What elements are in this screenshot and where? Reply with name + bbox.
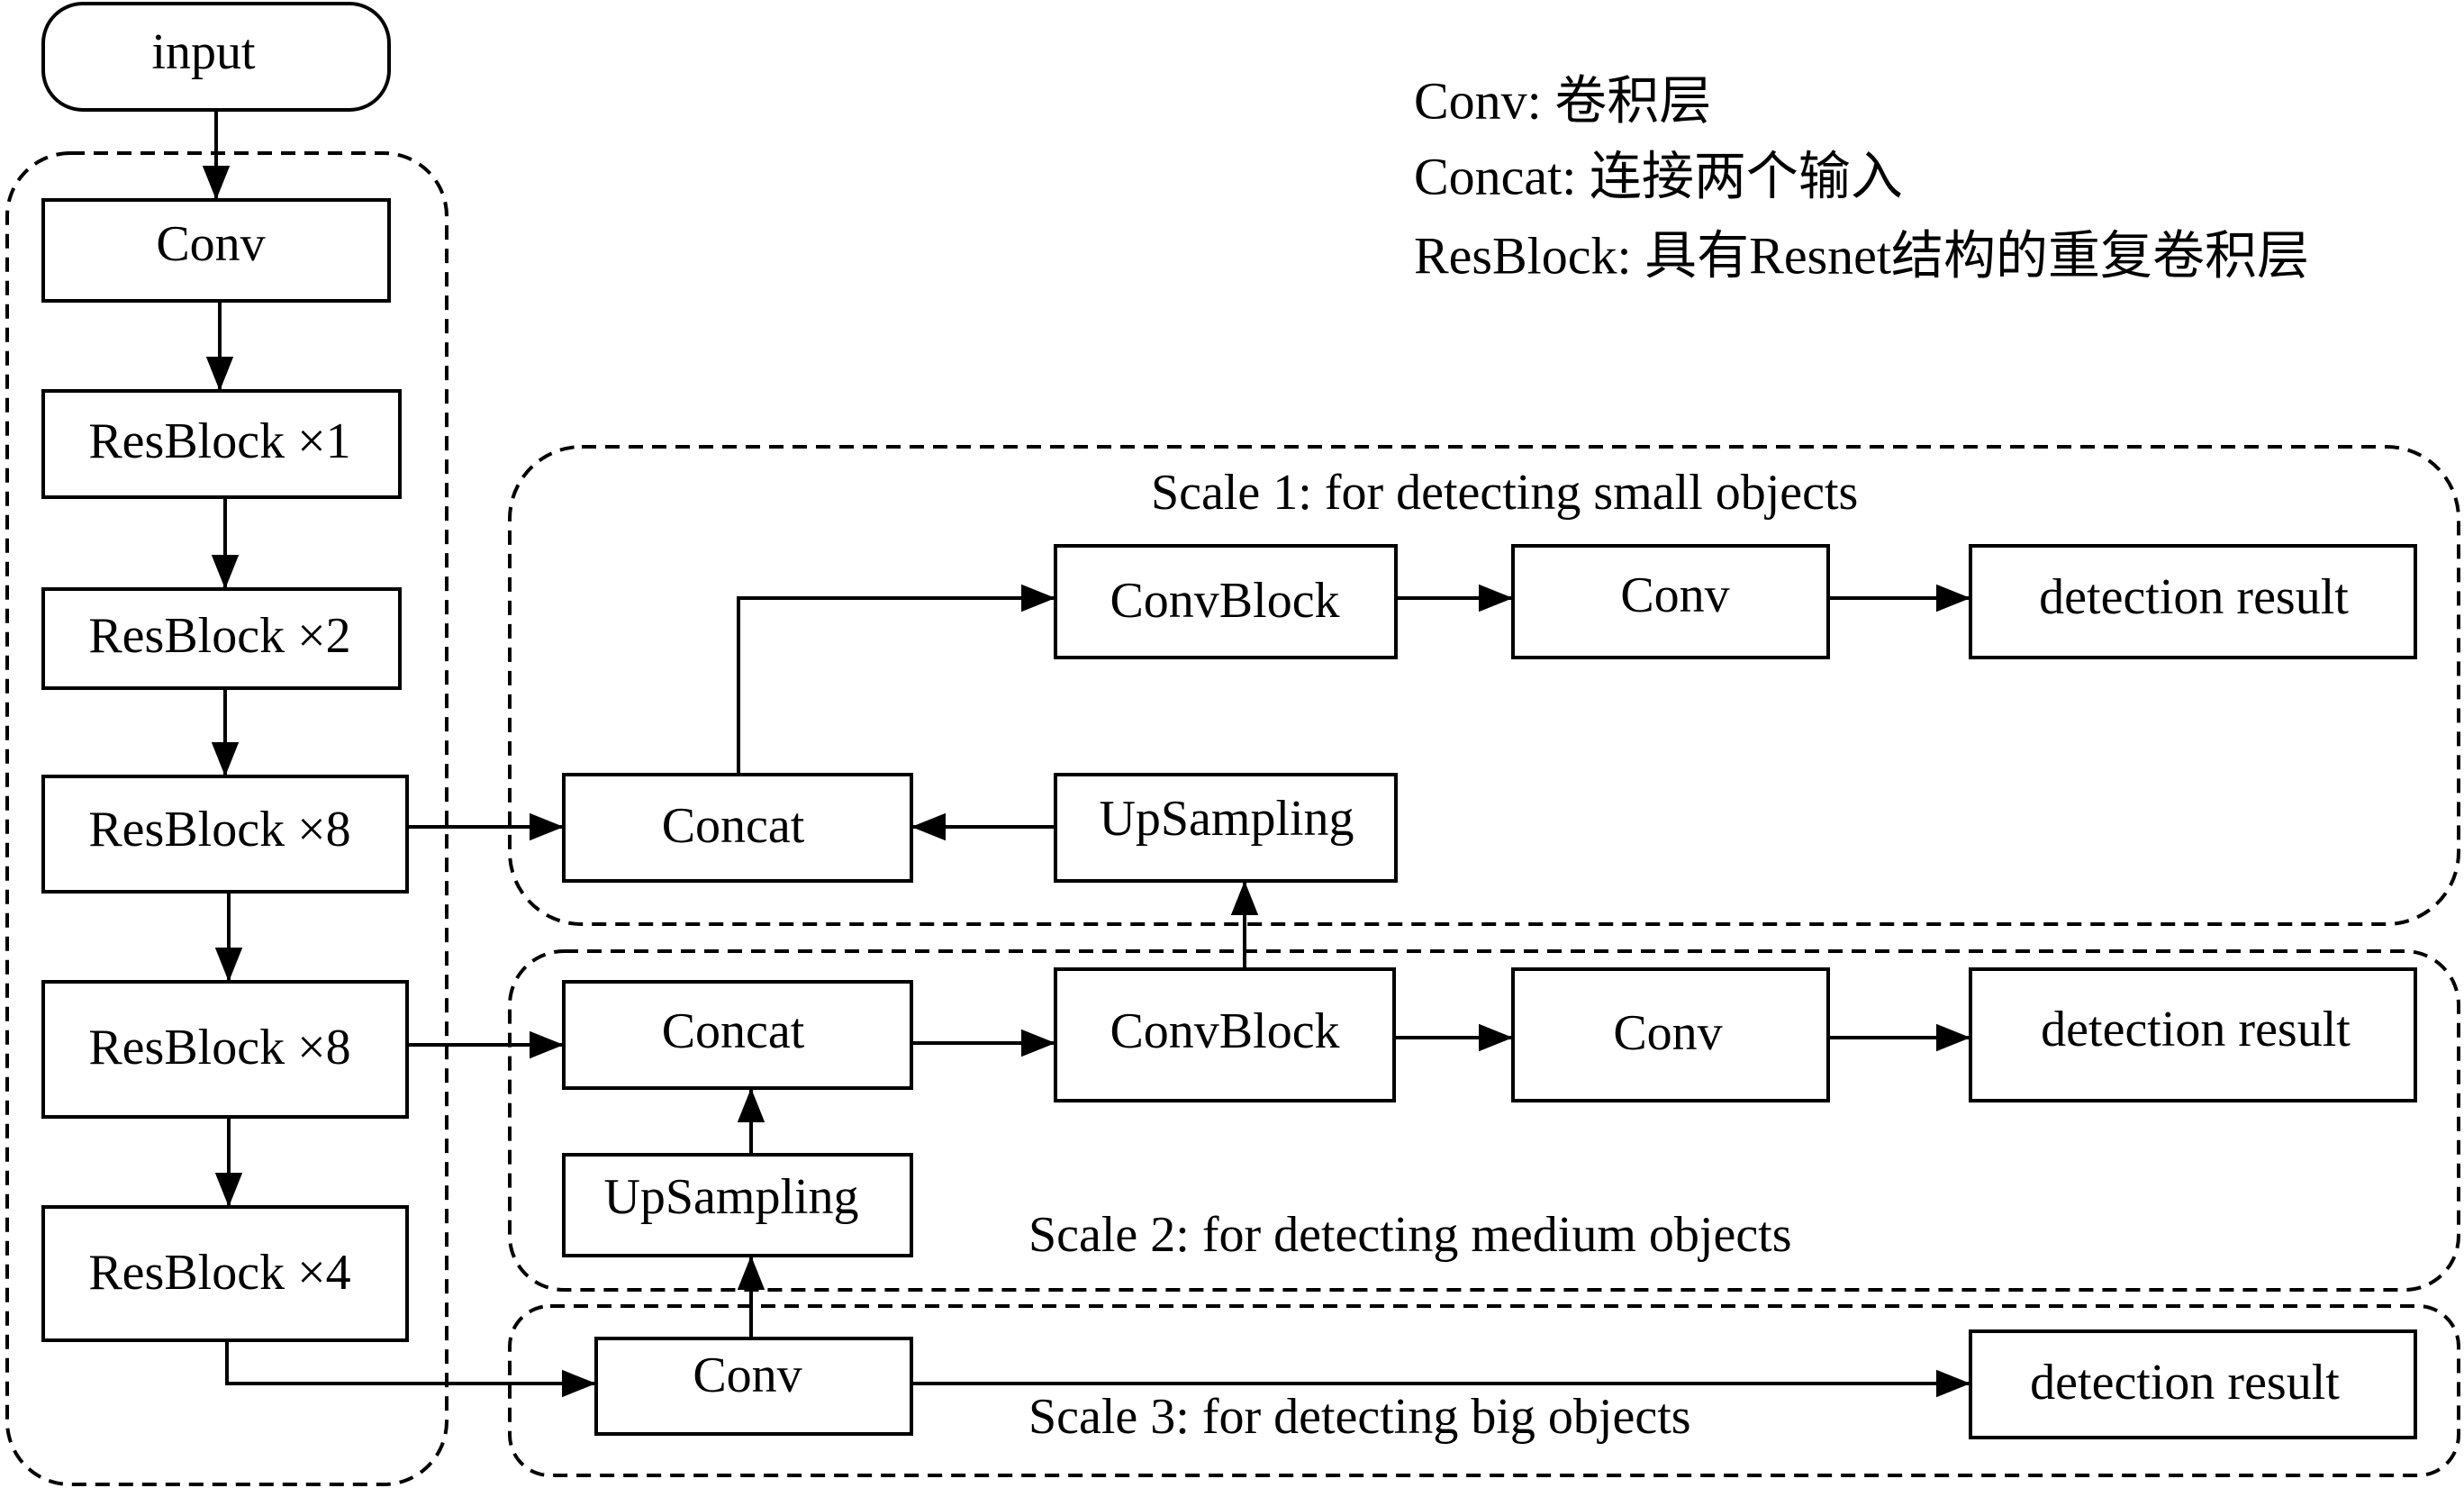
- scale3-title: Scale 3: for detecting big objects: [1028, 1389, 1691, 1445]
- scale3-group: [508, 1304, 2460, 1477]
- scale2-upsampling-node: [562, 1153, 913, 1257]
- resblock-8a-label: ResBlock ×8: [88, 802, 350, 857]
- scale1-result-label: detection result: [2039, 569, 2349, 625]
- backbone-group: [5, 151, 448, 1486]
- scale2-concat-label: Concat: [662, 1003, 805, 1059]
- arrow-res4-scale3-conv: [225, 1340, 596, 1398]
- resblock-4-label: ResBlock ×4: [88, 1245, 350, 1301]
- resblock-2-label: ResBlock ×2: [88, 608, 350, 664]
- scale2-convblock-node: [1054, 967, 1396, 1102]
- legend-concat: Concat: 连接两个输入: [1414, 147, 1903, 205]
- scale3-conv-node: [594, 1337, 913, 1436]
- scale2-result-node: [1969, 967, 2417, 1102]
- scale2-convblock-label: ConvBlock: [1110, 1003, 1339, 1059]
- scale2-conv-label: Conv: [1613, 1005, 1722, 1061]
- legend-resblock: ResBlock: 具有Resnet结构的重复卷积层: [1414, 226, 2309, 285]
- scale2-conv-node: [1511, 967, 1830, 1102]
- scale2-title: Scale 2: for detecting medium objects: [1028, 1207, 1792, 1263]
- scale3-conv-label: Conv: [693, 1347, 802, 1403]
- scale2-result-label: detection result: [2041, 1002, 2351, 1057]
- input-label: input: [151, 24, 256, 80]
- resblock-8b-node: [41, 980, 409, 1119]
- scale1-convblock-node: [1054, 544, 1398, 659]
- arrow-scale1-concat-convblock: [737, 584, 1055, 775]
- backbone-conv-label: Conv: [156, 216, 265, 272]
- scale2-group: [508, 949, 2460, 1292]
- resblock-4-node: [41, 1205, 409, 1342]
- scale3-result-node: [1969, 1329, 2417, 1439]
- scale1-title: Scale 1: for detecting small objects: [1151, 465, 1858, 521]
- resblock-1-label: ResBlock ×1: [88, 413, 350, 469]
- scale2-concat-node: [562, 980, 913, 1090]
- scale1-group: [508, 445, 2460, 926]
- scale1-concat-label: Concat: [662, 798, 805, 854]
- resblock-1-node: [41, 389, 402, 499]
- backbone-conv-node: [41, 198, 391, 303]
- scale1-upsampling-node: [1054, 773, 1398, 883]
- scale1-conv-node: [1511, 544, 1830, 659]
- scale1-upsampling-label: UpSampling: [1099, 791, 1354, 847]
- resblock-8b-label: ResBlock ×8: [88, 1020, 350, 1075]
- scale1-conv-label: Conv: [1620, 567, 1729, 623]
- legend-conv: Conv: 卷积层: [1414, 71, 1711, 130]
- scale2-upsampling-label: UpSampling: [603, 1169, 858, 1225]
- legend: Conv: 卷积层 Concat: 连接两个输入 ResBlock: 具有Res…: [1414, 71, 2309, 285]
- scale1-result-node: [1969, 544, 2417, 659]
- scale1-concat-node: [562, 773, 913, 883]
- resblock-2-node: [41, 587, 402, 690]
- scale3-result-label: detection result: [2030, 1355, 2340, 1411]
- scale1-convblock-label: ConvBlock: [1110, 573, 1339, 629]
